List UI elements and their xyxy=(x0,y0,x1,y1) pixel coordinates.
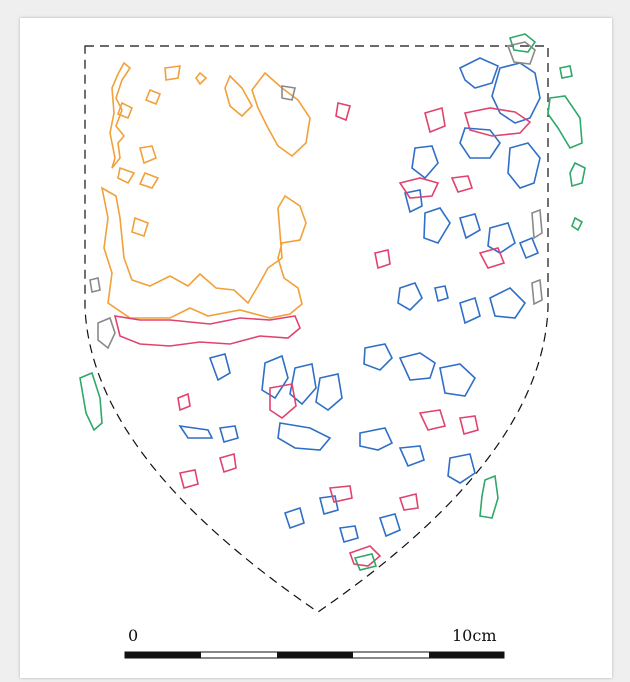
grey-fragments xyxy=(89,41,543,350)
pink-fragments xyxy=(113,102,532,567)
scale-bar-segment xyxy=(277,652,353,658)
scale-bar-segment xyxy=(125,652,201,658)
drawing-sheet: 0 10cm xyxy=(20,18,612,678)
scale-start-label: 0 xyxy=(128,626,139,645)
orange-fragments xyxy=(100,61,311,319)
blue-fragments xyxy=(178,57,541,543)
scale-bar-segment xyxy=(429,652,504,658)
green-fragments xyxy=(79,33,586,571)
shield-outline xyxy=(84,45,549,613)
shield-drawing xyxy=(79,33,586,659)
scale-end-label: 10cm xyxy=(452,626,497,645)
scale-bar xyxy=(124,651,505,659)
